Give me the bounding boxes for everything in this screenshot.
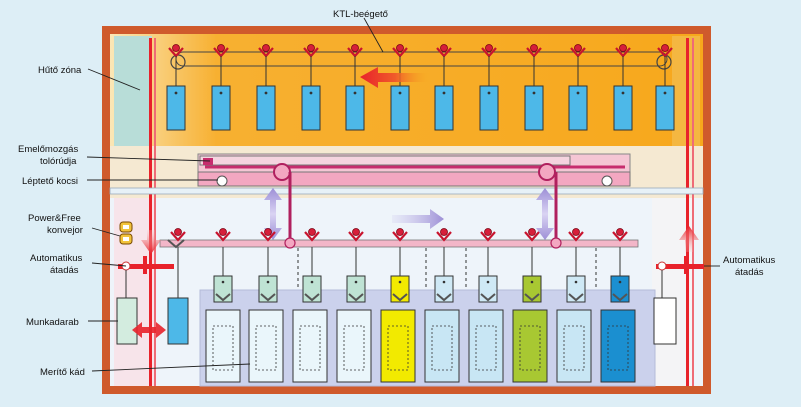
dip-hanger <box>522 228 542 303</box>
dip-hanger <box>302 228 322 303</box>
oven-hanger <box>166 44 186 131</box>
dip-tank <box>336 309 372 383</box>
label-stepping-carriage: Léptető kocsi <box>22 176 78 187</box>
label-power-free-2: konvejor <box>47 225 83 236</box>
lifting-bar-end <box>203 158 213 165</box>
dip-tank <box>292 309 328 383</box>
left-pipe <box>149 38 152 386</box>
entry-down-arrow <box>141 230 161 254</box>
dashed-guides <box>297 248 597 288</box>
label-cooling-zone: Hűtő zóna <box>38 65 82 76</box>
wheel-icon <box>601 175 613 187</box>
lift-pulley-left <box>273 163 291 181</box>
exit-up-arrow <box>679 226 699 252</box>
dip-hangers <box>167 228 630 303</box>
hook-icon <box>170 231 186 242</box>
label-lifting-bar-2: tolórúdja <box>40 156 77 167</box>
oven-hanger <box>524 44 544 131</box>
dip-hanger <box>390 228 410 303</box>
hook-icon <box>568 231 584 242</box>
lift-arrow-left <box>264 188 282 240</box>
hook-icon <box>260 231 276 242</box>
labels: KTL-beégető Hűtő zóna Emelőmozgás tolórú… <box>18 9 776 378</box>
workpiece-right <box>653 297 677 345</box>
leader-lines <box>86 17 720 372</box>
label-dip-tank: Merítő kád <box>40 367 85 378</box>
zone-divider <box>109 187 704 195</box>
oven-direction-arrow <box>360 67 430 88</box>
transfer-double-arrow <box>132 322 166 338</box>
label-lifting-bar-1: Emelőmozgás <box>18 144 78 155</box>
oven-hanger <box>256 44 276 131</box>
oven-hanger <box>390 44 410 131</box>
dip-tank <box>468 309 504 383</box>
lift-pulley-right <box>538 163 556 181</box>
chain-icon <box>119 221 133 245</box>
label-power-free-1: Power&Free <box>28 213 81 224</box>
hook-icon <box>348 231 364 242</box>
carriage-beam <box>197 171 631 187</box>
oven-hanger <box>655 44 675 131</box>
label-auto-transfer-1: Automatikus <box>30 253 83 264</box>
dip-tank <box>205 309 241 383</box>
label-auto-transfer-2: átadás <box>50 265 79 276</box>
hook-icon <box>167 239 185 249</box>
dip-tank <box>600 309 636 383</box>
oven-hanger <box>211 44 231 131</box>
dip-hanger <box>566 228 586 303</box>
dip-hanger <box>478 228 498 303</box>
dip-hanger <box>610 228 630 303</box>
dip-hanger <box>258 228 278 303</box>
oven-hangers <box>166 44 675 131</box>
dip-tank <box>556 309 592 383</box>
hook-icon <box>480 231 496 242</box>
auto-transfer-right <box>656 256 704 298</box>
label-ktl-oven: KTL-beégető <box>333 9 388 20</box>
dip-hanger <box>213 228 233 303</box>
hook-icon <box>524 231 540 242</box>
dip-rail-joint-right <box>550 237 562 249</box>
hook-icon <box>392 231 408 242</box>
dip-rail-joint-left <box>284 237 296 249</box>
workpiece-transfer <box>167 297 189 345</box>
hook-icon <box>612 231 628 242</box>
dip-tank <box>380 309 416 383</box>
hook-icon <box>215 231 231 242</box>
oven-hanger <box>479 44 499 131</box>
step-direction-arrow <box>392 209 444 229</box>
dip-hanger <box>434 228 454 303</box>
hook-icon <box>436 231 452 242</box>
right-pipe-2 <box>692 38 694 386</box>
dip-tank <box>512 309 548 383</box>
right-shaft <box>652 198 692 386</box>
carriage-wheels <box>216 175 613 187</box>
dip-hanger <box>346 228 366 303</box>
wheel-icon <box>216 175 228 187</box>
oven-hanger <box>301 44 321 131</box>
cooling-zone <box>114 36 152 146</box>
label-auto-transfer-right-2: átadás <box>735 267 764 278</box>
oven-hanger <box>613 44 633 131</box>
right-pipe <box>686 38 689 386</box>
oven-hanger <box>434 44 454 131</box>
lifting-bar <box>199 155 571 166</box>
dip-tank <box>248 309 284 383</box>
left-pipe-2 <box>154 38 156 386</box>
hook-icon <box>304 231 320 242</box>
oven-hanger <box>345 44 365 131</box>
label-auto-transfer-right-1: Automatikus <box>723 255 776 266</box>
oven-hanger <box>568 44 588 131</box>
dip-rail <box>159 239 639 248</box>
lift-arrow-right <box>536 188 554 240</box>
dip-tanks <box>205 309 636 383</box>
workpiece-left <box>116 297 138 345</box>
dip-tank <box>424 309 460 383</box>
label-workpiece: Munkadarab <box>26 317 79 328</box>
